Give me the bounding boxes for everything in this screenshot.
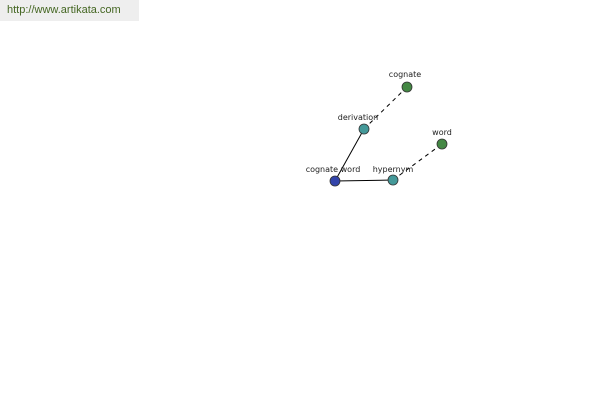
node-label-word: word [432,128,452,137]
node-cognate-word[interactable]: cognate word [306,165,361,187]
node-label-cognate: cognate [389,70,421,79]
nodes-layer: cognate word derivation cognate hypernym wor… [306,70,452,187]
node-circle-cognate[interactable] [401,81,413,93]
node-label-derivation: derivation [338,113,378,122]
node-label-cognate-word: cognate word [306,165,361,174]
node-circle-hypernym[interactable] [387,174,399,186]
edge-cognate-word-to-hypernym [334,179,394,182]
node-circle-cognate-word[interactable] [329,175,341,187]
node-circle-derivation[interactable] [358,123,370,135]
node-derivation[interactable]: derivation [338,113,378,135]
node-cognate[interactable]: cognate [389,70,421,93]
node-word[interactable]: word [432,128,452,150]
edges-layer [334,86,443,182]
edge-hypernym-to-word [392,143,443,181]
edge-cognate-word-to-derivation [334,128,365,182]
node-hypernym[interactable]: hypernym [373,165,414,186]
node-circle-word[interactable] [436,138,448,150]
edge-derivation-to-cognate [363,86,408,130]
site-url-link[interactable]: http://www.artikata.com [0,0,139,21]
node-label-hypernym: hypernym [373,165,414,174]
